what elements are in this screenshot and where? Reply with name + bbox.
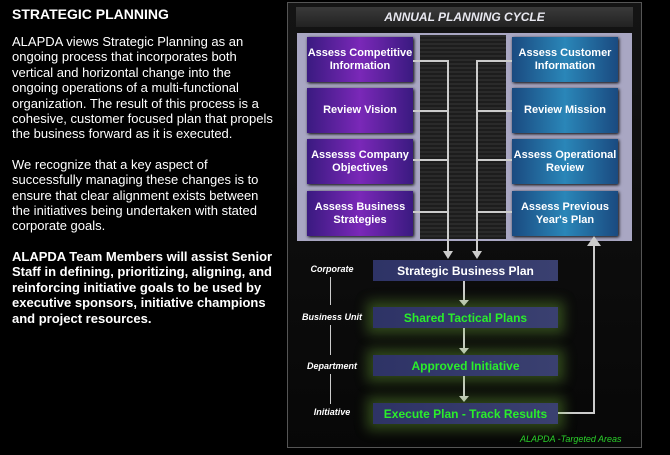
footer-note: ALAPDA -Targeted Areas [520,434,622,444]
arrow-down-icon [459,300,469,306]
level-department: Department [306,361,357,371]
level-corporate: Corporate [310,264,354,274]
intro-text: STRATEGIC PLANNING ALAPDA views Strategi… [12,6,280,341]
paragraph-3: ALAPDA Team Members will assist Senior S… [12,248,273,326]
page-title: STRATEGIC PLANNING [12,6,169,22]
box-assess-operational: Assess Operational Review [512,139,618,184]
box-review-vision: Review Vision [307,88,413,133]
paragraph-2: We recognize that a key aspect of succes… [12,156,259,234]
stage-execute-plan: Execute Plan - Track Results [373,403,558,424]
diagram-title: ANNUAL PLANNING CYCLE [296,7,633,27]
level-arrow-icon [330,277,331,305]
stage-strategic-business-plan: Strategic Business Plan [373,260,558,281]
box-assess-competitive: Assess Competitive Information [307,37,413,82]
box-assess-customer: Assess Customer Information [512,37,618,82]
return-line [593,246,595,414]
connector [476,159,512,161]
arrow-up-icon [587,236,601,246]
return-line [558,412,595,414]
level-business-unit: Business Unit [301,312,362,322]
box-review-mission: Review Mission [512,88,618,133]
connector [413,159,449,161]
arrow-down-icon [459,348,469,354]
connector [413,211,449,213]
paragraph-1: ALAPDA views Strategic Planning as an on… [12,34,273,142]
connector [476,110,512,112]
connector [413,110,449,112]
box-assess-company: Assesss Company Objectives [307,139,413,184]
arrow-down-icon [459,396,469,402]
arrow-down-icon [472,251,482,259]
arrow-down-icon [443,251,453,259]
connector [413,60,449,62]
connector [476,60,512,62]
level-initiative: Initiative [313,407,351,417]
box-assess-business: Assess Business Strategies [307,191,413,236]
box-assess-previous: Assess Previous Year's Plan [512,191,618,236]
connector [463,376,465,397]
stage-shared-tactical-plans: Shared Tactical Plans [373,307,558,328]
connector [476,211,512,213]
level-arrow-icon [330,374,331,404]
stage-approved-initiative: Approved Initiative [373,355,558,376]
connector [447,60,449,252]
connector [463,281,465,301]
connector [476,60,478,252]
connector [463,328,465,349]
level-arrow-icon [330,325,331,355]
center-strip [420,35,506,239]
